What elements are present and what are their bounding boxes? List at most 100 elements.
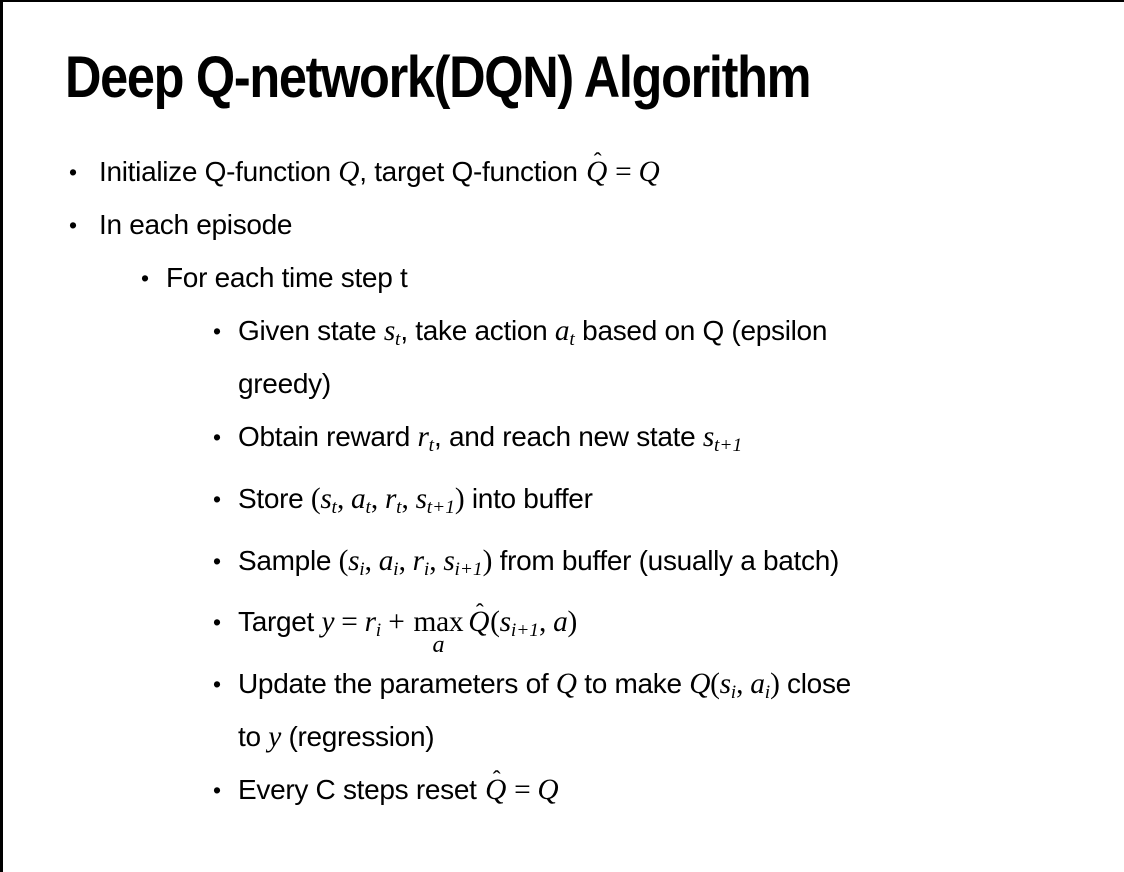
math-text: ( xyxy=(310,482,321,515)
math-subscript: t+1 xyxy=(714,434,743,456)
bullet-text: Sample (si, ai, ri, si+1) from buffer (u… xyxy=(238,544,840,580)
bullet-text: Given state st, take action at based on … xyxy=(238,315,827,399)
text-run: from buffer (usually a batch) xyxy=(492,544,840,576)
math-var: Q xyxy=(689,668,711,701)
max-under-argument: a xyxy=(432,631,445,658)
text-run: For each time step t xyxy=(166,262,408,293)
text-run: In each episode xyxy=(99,209,293,240)
hat-accent-icon: ˆ xyxy=(475,598,484,625)
bullet-icon: • xyxy=(69,212,77,238)
math-subscript: i xyxy=(375,620,382,642)
bullet-item: •Update the parameters of Q to make Q(si… xyxy=(3,662,1103,759)
text-run: to xyxy=(238,721,269,753)
math-var-with-subscript: st xyxy=(383,315,401,350)
bullet-icon: • xyxy=(213,777,221,804)
bullet-text: In each episode xyxy=(99,209,293,240)
math-var: Q xyxy=(537,774,559,807)
text-run: to make xyxy=(576,668,690,700)
math-var: r xyxy=(417,420,429,453)
math-var: s xyxy=(719,668,731,701)
text-run: , and reach new state xyxy=(433,420,703,452)
math-var: s xyxy=(499,606,511,639)
math-subscript: i xyxy=(730,682,737,704)
math-text: , xyxy=(336,482,352,515)
math-var: s xyxy=(383,315,395,347)
hat-accent-icon: ˆ xyxy=(492,766,501,793)
bullet-icon: • xyxy=(213,423,221,450)
bullet-icon: • xyxy=(213,318,221,344)
math-text: , xyxy=(736,668,751,701)
bullet-icon: • xyxy=(141,265,149,291)
math-text: , xyxy=(429,544,444,577)
bullet-item: •Sample (si, ai, ri, si+1) from buffer (… xyxy=(3,539,1103,592)
math-var: a xyxy=(750,668,765,701)
math-subscript: t xyxy=(331,496,337,518)
math-var: a xyxy=(378,544,394,577)
math-var-with-subscript: rt xyxy=(417,420,434,456)
math-var: Q xyxy=(555,668,577,701)
math-var: y xyxy=(321,606,335,639)
math-subscript: t xyxy=(365,496,371,518)
math-subscript: i xyxy=(393,558,399,580)
math-var-with-subscript: ri xyxy=(412,544,430,580)
bullet-item: • Obtain reward rt, and reach new state s… xyxy=(3,415,1103,468)
math-subscript: i xyxy=(359,558,365,580)
text-run: Store xyxy=(238,482,311,514)
math-subscript: t xyxy=(394,328,401,350)
text-run: close xyxy=(779,668,851,700)
bullet-text: Obtain reward rt, and reach new state st… xyxy=(238,420,743,456)
math-var-with-subscript: si+1 xyxy=(443,544,483,580)
math-var-with-subscript: ai xyxy=(750,668,770,703)
bullet-icon: • xyxy=(213,547,221,574)
text-run: Target xyxy=(238,606,322,638)
math-text: ( xyxy=(338,544,349,577)
text-run: Sample xyxy=(238,544,339,576)
math-text: = xyxy=(334,606,365,639)
math-var: Q xyxy=(638,156,660,188)
math-var: r xyxy=(412,544,424,577)
math-var-with-subscript: si xyxy=(348,545,365,580)
math-var: s xyxy=(320,482,332,515)
text-run: into buffer xyxy=(464,482,593,514)
text-run: Update the parameters of xyxy=(238,668,556,700)
math-subscript: t xyxy=(396,496,402,518)
math-subscript: i+1 xyxy=(454,558,483,580)
math-var: s xyxy=(443,544,455,577)
math-text: = xyxy=(608,156,639,188)
bullet-icon: • xyxy=(69,159,77,185)
math-var-with-subscript: st+1 xyxy=(702,420,743,456)
bullet-item: • For each time step t xyxy=(3,256,1103,300)
math-subscript: i xyxy=(423,558,430,580)
bullet-list: • Initialize Q-function Q, target Q-funct… xyxy=(3,148,1103,821)
math-subscript: t+1 xyxy=(426,496,455,518)
bullet-text: Update the parameters of Q to make Q(si,… xyxy=(238,668,851,754)
math-var: r xyxy=(384,482,397,515)
math-text: = xyxy=(507,774,538,807)
math-var-with-subscript: rt xyxy=(384,482,402,518)
math-var-with-subscript: ri xyxy=(365,606,382,642)
math-text: ) xyxy=(482,544,493,577)
bullet-item: • In each episode xyxy=(3,203,1103,247)
text-run: , take action xyxy=(400,315,555,346)
math-var: a xyxy=(553,606,568,639)
bullet-text: For each time step t xyxy=(166,262,408,293)
math-var-with-subscript: st xyxy=(320,482,337,518)
math-var-with-subscript: si xyxy=(719,668,737,704)
math-var: s xyxy=(415,482,427,515)
bullet-item: • Given state st, take action at based on… xyxy=(3,309,1103,406)
math-var: y xyxy=(268,721,281,754)
text-run: Initialize Q-function xyxy=(99,156,339,187)
math-var: Q xyxy=(338,156,360,188)
math-var: s xyxy=(702,420,715,453)
math-text: , xyxy=(370,482,385,515)
bullet-text: Initialize Q-function Q, target Q-functi… xyxy=(99,148,660,188)
